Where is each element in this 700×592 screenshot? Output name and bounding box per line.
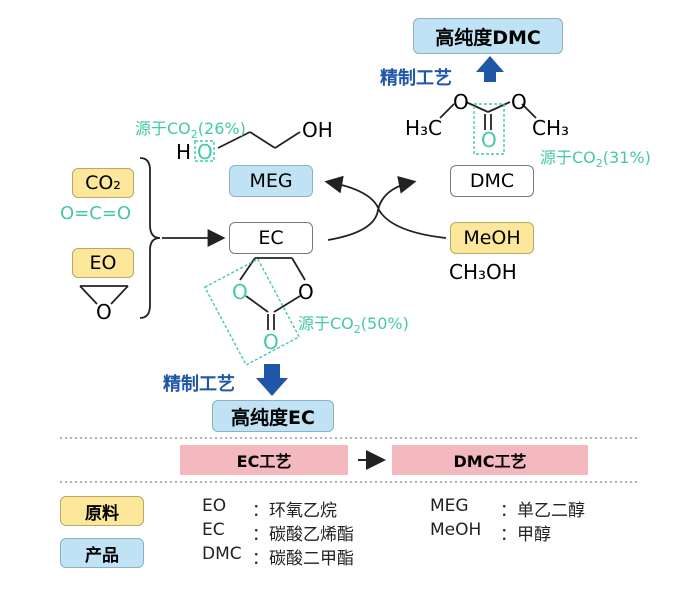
- abbr-ec-code: EC: [202, 520, 225, 540]
- meg-atom-h: H: [176, 140, 192, 164]
- abbr-meoh-code: MeOH: [430, 520, 482, 540]
- co2-formula: O=C=O: [60, 203, 132, 224]
- ec-atom-o2: O: [298, 280, 314, 304]
- abbr-eo-name: ：环氧乙烷: [252, 501, 337, 521]
- ec-box: EC: [229, 222, 313, 254]
- meg-atom-o: O: [197, 140, 213, 164]
- ec-atom-o1: O: [232, 280, 248, 304]
- top-product-box: 高纯度DMC: [413, 18, 563, 54]
- ec-co2-source-pct: (50%): [360, 314, 409, 333]
- dmc-atom-o3: O: [481, 128, 497, 152]
- abbr-meg-code: MEG: [430, 496, 469, 516]
- dmc-co2-source-text: 源于CO: [540, 148, 596, 167]
- ec-co2-source-text: 源于CO: [298, 314, 354, 333]
- dmc-box: DMC: [450, 165, 534, 197]
- dmc-co2-source: 源于CO2(31%): [540, 144, 651, 170]
- eo-atom-o: O: [96, 300, 112, 324]
- dmc-atom-o1: O: [453, 90, 469, 114]
- ec-co2-source: 源于CO2(50%): [298, 310, 409, 336]
- legend-raw-box: 原料: [60, 496, 144, 526]
- meg-co2-source-sub: 2: [190, 128, 198, 142]
- refine-down-arrow: [256, 364, 288, 396]
- abbr-eo-code: EO: [202, 496, 227, 516]
- refine-label-top: 精制工艺: [380, 68, 452, 89]
- ec-structure: [239, 257, 306, 330]
- arrow-ec-to-dmc: [327, 176, 417, 241]
- abbr-meg-name: ：单乙二醇: [500, 501, 585, 521]
- abbr-dmc-code: DMC: [202, 544, 242, 564]
- bottom-product-box: 高纯度EC: [212, 400, 334, 432]
- refine-label-bottom: 精制工艺: [163, 374, 235, 395]
- legend-product-box: 产品: [60, 538, 144, 568]
- ec-co2-source-sub: 2: [353, 323, 361, 337]
- dmc-atom-h3c: H₃C: [405, 116, 443, 140]
- refine-up-arrow: [476, 56, 504, 82]
- meg-co2-source-text: 源于CO: [135, 119, 191, 138]
- abbr-ec-name: ：碳酸乙烯酯: [252, 525, 354, 545]
- ec-co2-highlight: [203, 258, 301, 366]
- dmc-atom-ch3: CH₃: [532, 116, 570, 140]
- dmc-atom-o2: O: [511, 90, 527, 114]
- process-ec-box: EC工艺: [180, 445, 348, 475]
- ec-atom-o3: O: [263, 330, 279, 354]
- abbr-meoh-name: ：甲醇: [500, 525, 551, 545]
- meoh-box: MeOH: [450, 222, 534, 254]
- arrow-meoh-to-meg: [324, 175, 447, 239]
- meg-co2-source-pct: (26%): [197, 119, 246, 138]
- co2-box: CO₂: [72, 168, 134, 198]
- dmc-co2-source-sub: 2: [595, 157, 603, 171]
- eo-structure: [79, 285, 129, 305]
- meg-box: MEG: [229, 165, 313, 197]
- ch3oh-formula: CH₃OH: [449, 260, 517, 284]
- dmc-co2-source-pct: (31%): [602, 148, 651, 167]
- dmc-structure: [439, 101, 537, 130]
- raw-bracket: [139, 157, 161, 319]
- meg-co2-source: 源于CO2(26%): [135, 115, 246, 141]
- eo-box: EO: [72, 248, 134, 278]
- meg-co2-highlight: [194, 140, 215, 162]
- meg-structure: [217, 131, 301, 149]
- process-dmc-box: DMC工艺: [392, 445, 588, 475]
- abbr-dmc-name: ：碳酸二甲酯: [252, 549, 354, 569]
- meg-atom-oh: OH: [302, 118, 333, 142]
- dmc-co2-highlight: [473, 103, 505, 155]
